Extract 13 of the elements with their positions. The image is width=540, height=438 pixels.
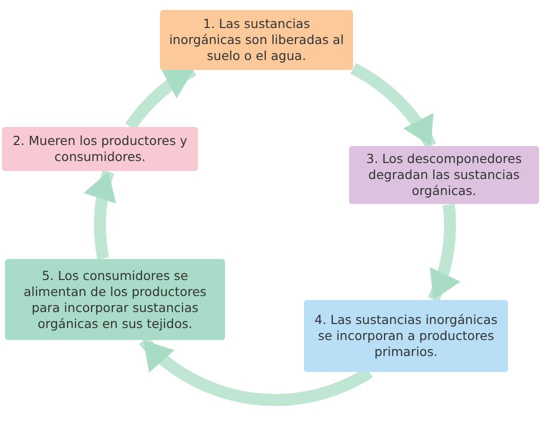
step-box xyxy=(349,146,539,204)
step-text: 5. Los consumidores se alimentan de los productores para incorporar sustancias orgánicas en sus tejidos. xyxy=(22,268,208,332)
step-text: 3. Los descomponedores degradan las sustancias orgánicas. xyxy=(365,151,523,199)
cycle-arrow xyxy=(85,170,118,260)
step-box xyxy=(304,300,508,372)
step-box xyxy=(160,10,353,70)
step-box xyxy=(2,127,198,171)
step-box xyxy=(5,259,225,340)
cycle-arrow xyxy=(428,204,460,302)
step-text: 2. Mueren los productores y consumidores. xyxy=(12,133,188,165)
step-text: 1. Las sustancias inorgánicas son liberadas al suelo o el agua. xyxy=(168,16,345,64)
cycle-arrow xyxy=(350,63,436,149)
step-text: 4. Las sustancias inorgánicas se incorporan a productores primarios. xyxy=(314,312,498,360)
